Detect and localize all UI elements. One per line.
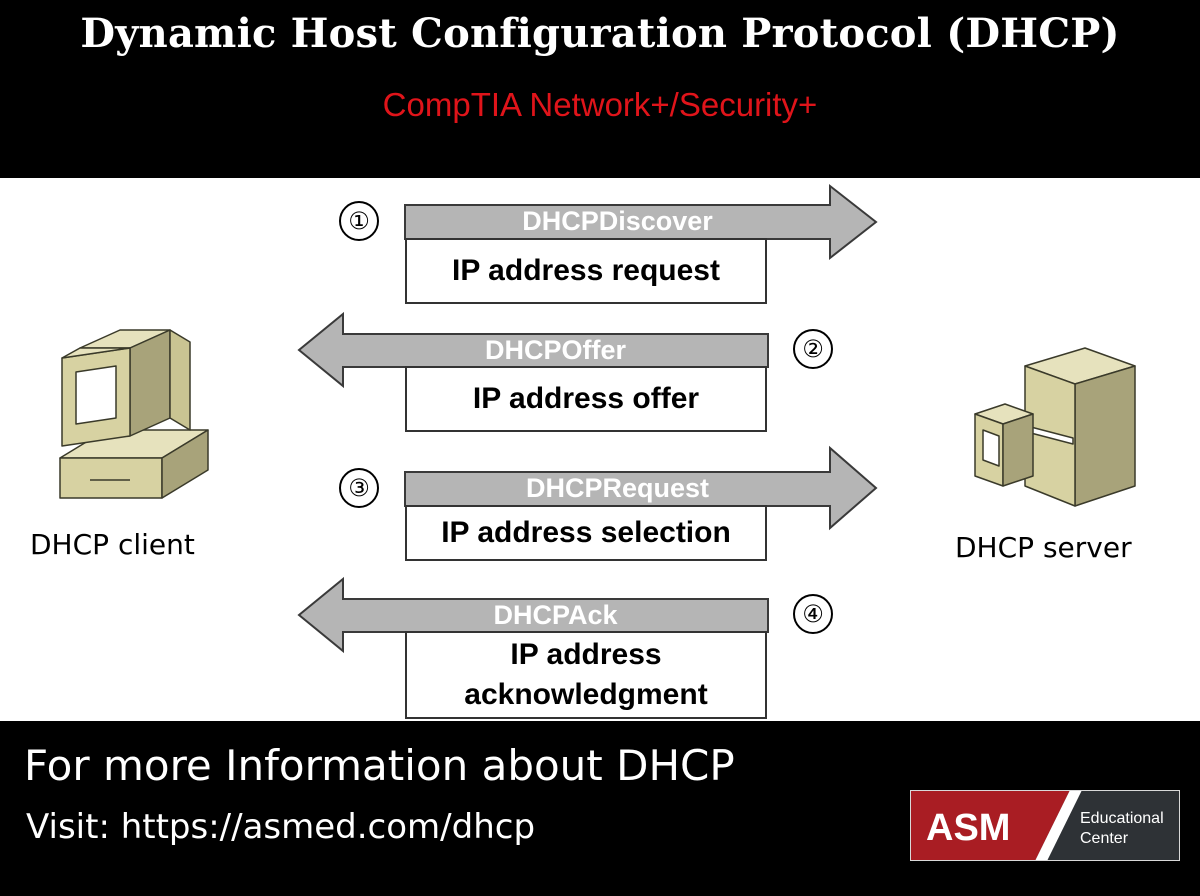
logo-sub-text-1: Educational xyxy=(1080,810,1164,827)
more-info-text: For more Information about DHCP xyxy=(24,741,735,790)
ack-description-line1: IP address xyxy=(510,638,662,671)
logo-main-text: ASM xyxy=(926,807,1010,849)
step-4-marker: ④ xyxy=(793,594,833,634)
page-title: Dynamic Host Configuration Protocol (DHC… xyxy=(80,10,1120,57)
ack-description-line2: acknowledgment xyxy=(464,678,708,711)
request-description-box: IP address selection xyxy=(405,505,767,561)
footer: For more Information about DHCP Visit: h… xyxy=(0,721,1200,896)
logo-sub-text-2: Center xyxy=(1080,830,1129,847)
discover-description: IP address request xyxy=(452,254,720,287)
ack-description-box: IP address acknowledgment xyxy=(405,631,767,719)
page-subtitle: CompTIA Network+/Security+ xyxy=(382,86,818,123)
dhcp-diagram: DHCPDiscover DHCPOffer DHCPRequest DHCPA… xyxy=(0,178,1200,721)
client-label: DHCP client xyxy=(30,528,195,561)
step-2-marker: ② xyxy=(793,329,833,369)
discover-label: DHCPDiscover xyxy=(522,206,713,236)
discover-description-box: IP address request xyxy=(405,238,767,304)
server-label: DHCP server xyxy=(955,531,1132,564)
step-1-marker: ① xyxy=(339,201,379,241)
request-label: DHCPRequest xyxy=(525,473,710,503)
ack-label: DHCPAck xyxy=(493,600,618,630)
header: Dynamic Host Configuration Protocol (DHC… xyxy=(0,0,1200,178)
step-3-marker: ③ xyxy=(339,468,379,508)
client-computer-icon xyxy=(59,329,209,499)
visit-link[interactable]: Visit: https://asmed.com/dhcp xyxy=(26,807,536,847)
offer-description-box: IP address offer xyxy=(405,366,767,432)
offer-label: DHCPOffer xyxy=(484,335,626,365)
asm-logo: ASM Educational Center xyxy=(910,790,1180,861)
request-description: IP address selection xyxy=(441,516,731,549)
offer-description: IP address offer xyxy=(472,382,700,415)
server-computer-icon xyxy=(974,347,1136,507)
